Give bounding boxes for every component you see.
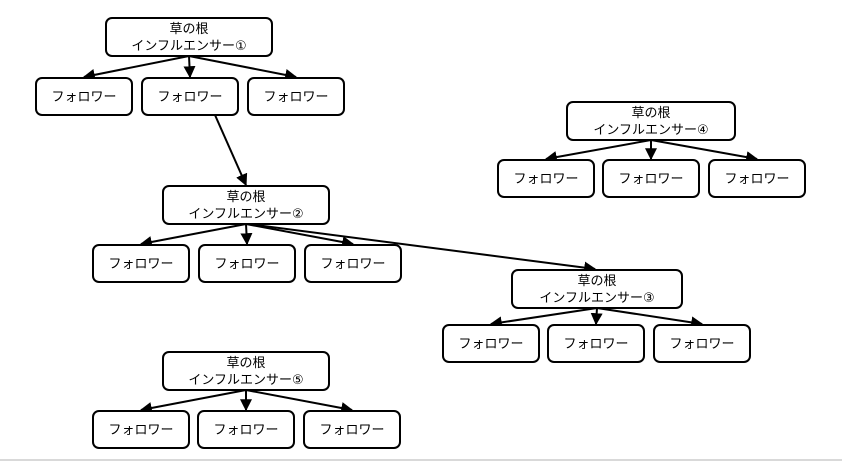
follower-box xyxy=(304,244,402,283)
follower-label: フォロワー xyxy=(724,172,789,187)
follower-node: フォロワー xyxy=(442,324,540,363)
follower-label: フォロワー xyxy=(320,257,385,272)
follower-box xyxy=(708,159,806,198)
influencer-line2: インフルエンサー⑤ xyxy=(188,373,303,388)
follower-node: フォロワー xyxy=(708,159,806,198)
follower-box xyxy=(247,77,345,116)
follower-label: フォロワー xyxy=(669,337,734,352)
influencer-line2: インフルエンサー② xyxy=(188,207,303,222)
influencer-box xyxy=(105,17,273,57)
follower-box xyxy=(442,324,540,363)
follower-node: フォロワー xyxy=(304,244,402,283)
follower-box xyxy=(653,324,751,363)
follower-label: フォロワー xyxy=(563,337,628,352)
follower-box xyxy=(497,159,595,198)
influencer-box xyxy=(162,185,330,225)
edge-influencer-3-follower-2 xyxy=(590,307,603,326)
follower-node: フォロワー xyxy=(197,410,295,449)
influencer-box xyxy=(566,101,736,141)
influencer-line1: 草の根 xyxy=(631,106,670,121)
follower-box xyxy=(92,244,190,283)
influencer-line1: 草の根 xyxy=(169,22,208,37)
edge-influencer-2-follower-1 xyxy=(139,223,247,248)
edges xyxy=(82,55,759,414)
follower-box xyxy=(141,77,239,116)
follower-label: フォロワー xyxy=(513,172,578,187)
follower-label: フォロワー xyxy=(108,257,173,272)
follower-label: フォロワー xyxy=(214,257,279,272)
influencer-line2: インフルエンサー③ xyxy=(539,291,654,306)
follower-label: フォロワー xyxy=(51,90,116,105)
follower-box xyxy=(92,410,190,449)
influencer-line2: インフルエンサー④ xyxy=(593,123,708,138)
edge-influencer-1-follower-3 xyxy=(188,55,298,81)
edge-influencer-4-follower-3 xyxy=(650,139,759,164)
follower-node: フォロワー xyxy=(247,77,345,116)
follower-box xyxy=(303,410,401,449)
edge-influencer-5-follower-3 xyxy=(245,389,354,414)
follower-label: フォロワー xyxy=(108,423,173,438)
follower-node: フォロワー xyxy=(303,410,401,449)
follower-label: フォロワー xyxy=(157,90,222,105)
follower-node: フォロワー xyxy=(198,244,296,283)
edge-influencer-2-follower-2 xyxy=(240,223,253,246)
follower-label: フォロワー xyxy=(263,90,328,105)
follower-node: フォロワー xyxy=(497,159,595,198)
edge-influencer-3-follower-3 xyxy=(596,307,704,329)
follower-label: フォロワー xyxy=(618,172,683,187)
edge-influencer-1-follower-2 xyxy=(183,55,196,79)
edge-follower-to-influencer-2 xyxy=(214,114,248,187)
follower-box xyxy=(198,244,296,283)
follower-box xyxy=(547,324,645,363)
edge-influencer-2-to-influencer-3 xyxy=(247,223,597,274)
influencer-box xyxy=(162,351,330,391)
follower-label: フォロワー xyxy=(458,337,523,352)
influencer-box xyxy=(511,269,683,309)
edge-influencer-1-follower-1 xyxy=(82,55,190,81)
follower-box xyxy=(35,77,133,116)
edge-influencer-2-follower-3 xyxy=(245,223,355,248)
follower-node: フォロワー xyxy=(35,77,133,116)
follower-node: フォロワー xyxy=(141,77,239,116)
follower-box xyxy=(602,159,700,198)
follower-label: フォロワー xyxy=(319,423,384,438)
influencer-line1: 草の根 xyxy=(226,356,265,371)
influencer-line1: 草の根 xyxy=(226,190,265,205)
influencer-line1: 草の根 xyxy=(577,274,616,289)
edge-influencer-4-follower-1 xyxy=(544,139,652,163)
follower-node: フォロワー xyxy=(92,410,190,449)
nodes: 草の根インフルエンサー①草の根インフルエンサー②草の根インフルエンサー③草の根イ… xyxy=(35,17,806,449)
follower-label: フォロワー xyxy=(213,423,278,438)
follower-node: フォロワー xyxy=(602,159,700,198)
edge-influencer-3-follower-1 xyxy=(489,307,598,329)
follower-node: フォロワー xyxy=(653,324,751,363)
bottom-divider xyxy=(0,459,842,461)
follower-node: フォロワー xyxy=(92,244,190,283)
influencer-line2: インフルエンサー① xyxy=(131,39,246,54)
edge-influencer-5-follower-1 xyxy=(139,389,247,414)
follower-box xyxy=(197,410,295,449)
follower-node: フォロワー xyxy=(547,324,645,363)
